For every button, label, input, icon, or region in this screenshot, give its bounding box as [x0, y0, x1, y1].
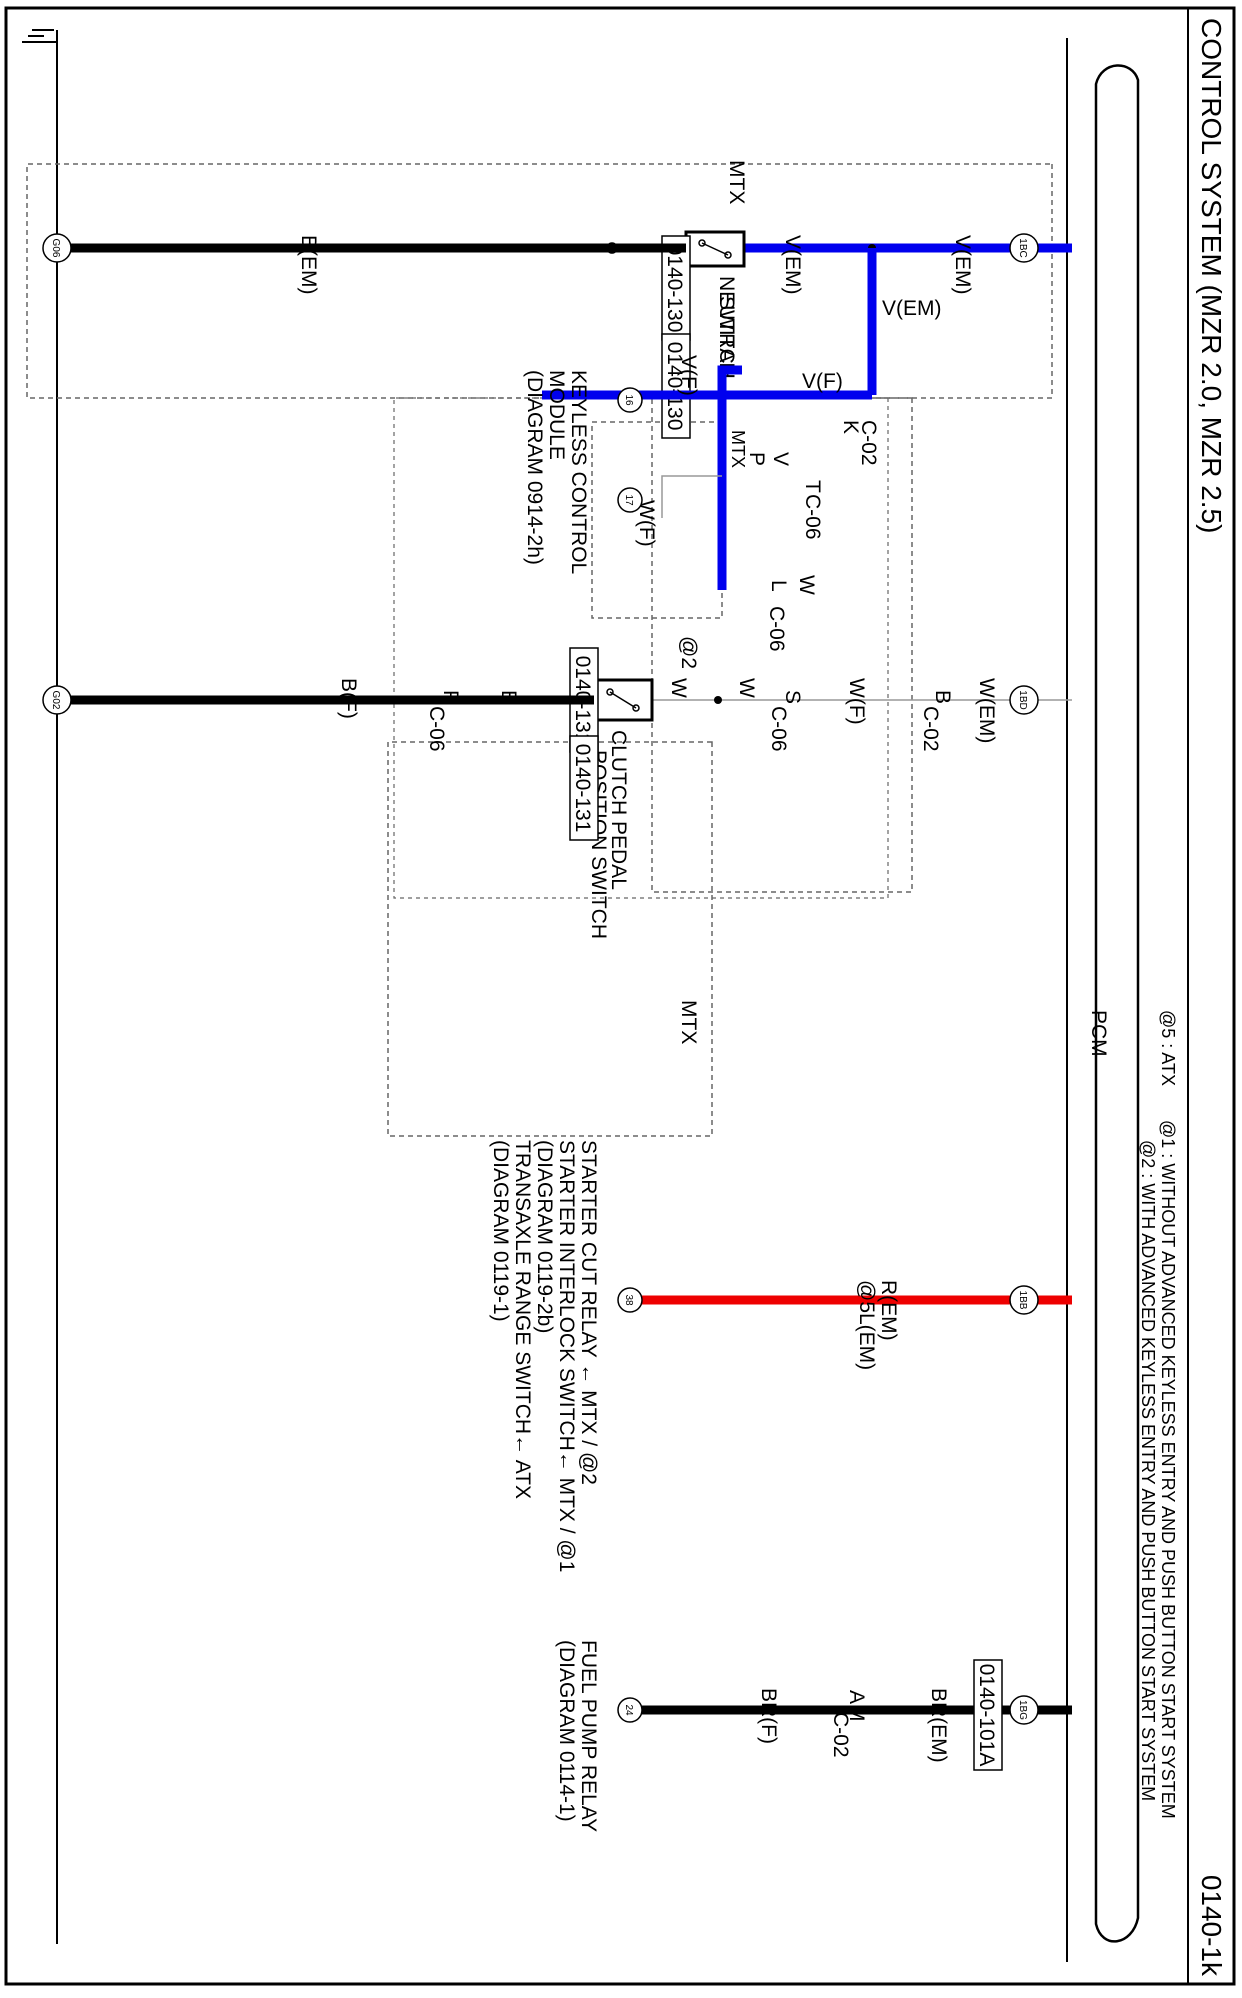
- keyless-module-icon: [661, 365, 742, 590]
- wire-v-f-label-2: V(F): [677, 355, 700, 396]
- wire-w-label-2: W: [667, 678, 690, 698]
- clutch-switch-icon: [606, 688, 640, 712]
- pcm-ref-box: [973, 1659, 1003, 1771]
- mtx-keyless-label: MTX: [728, 430, 748, 468]
- neutral-switch-name-1: NEUTRAL: [715, 276, 738, 374]
- pin-l-label: L: [767, 580, 790, 592]
- keyless-pin-16-label: 16: [623, 394, 634, 406]
- splice-2: [714, 696, 722, 704]
- pin-b-label-1: B: [931, 690, 954, 704]
- wire-b-f-label: B(F): [337, 678, 360, 719]
- legend-at2: @2 : WITH ADVANCED KEYLESS ENTRY AND PUS…: [1138, 1140, 1158, 1801]
- pcm-pin-1bd: [1009, 685, 1039, 715]
- legend-at5: @5 : ATX: [1158, 1010, 1178, 1086]
- pin-r-label: R: [439, 690, 462, 705]
- ground-g02: [42, 685, 72, 715]
- mtx-region-top: [26, 163, 1053, 399]
- c02-label-2: C-02: [919, 706, 942, 752]
- starter-line-2: STARTER INTERLOCK SWITCH← MTX / @1: [555, 1140, 578, 1572]
- ground-symbol: [22, 29, 57, 43]
- ground-g06-label: G06: [50, 239, 61, 258]
- fuel-pin-24-label: 24: [623, 1704, 634, 1716]
- keyless-name-3: (DIAGRAM 0914-2h): [523, 370, 546, 565]
- pcm-pin-1bg: [1009, 1695, 1039, 1725]
- pin-t-label: T: [801, 480, 824, 493]
- neutral-switch-icon: [698, 239, 732, 259]
- clutch-switch-name-1: CLUTCH PEDAL: [607, 730, 630, 890]
- at2-label: @2: [677, 636, 700, 669]
- starter-line-3: (DIAGRAM 0119-2b): [533, 1140, 556, 1333]
- ground-g06: [42, 233, 72, 263]
- neutral-switch-ref-box-2: [661, 333, 691, 439]
- neutral-switch-name-2: SWITCH: [715, 296, 738, 379]
- wire-v-em-label-2: V(EM): [781, 235, 804, 295]
- pin-w-label: W: [795, 575, 818, 595]
- wire-w-f-label-1: W(F): [635, 500, 658, 547]
- pin-v-label: V: [769, 452, 792, 466]
- pcm-pin-1bc-label: 1BC: [1017, 238, 1028, 257]
- mtx-keyless-region: [591, 421, 723, 619]
- c06-label-1: C-06: [801, 494, 824, 540]
- wire-w-f-label-2: W(F): [845, 678, 868, 725]
- wire-r-em-label: R(EM): [877, 1280, 900, 1341]
- page-title: CONTROL SYSTEM (MZR 2.0, MZR 2.5): [1196, 18, 1227, 533]
- mtx-top-label: MTX: [725, 160, 748, 204]
- pcm-block: [1066, 38, 1140, 1962]
- fuel-line-2: (DIAGRAM 0114-1): [555, 1640, 578, 1822]
- keyless-name-2: MODULE: [545, 370, 568, 460]
- wire-w-label-1: W: [735, 678, 758, 698]
- neutral-switch-ref-1: 0140-130: [663, 244, 686, 333]
- pin-p-label: P: [745, 452, 768, 466]
- starter-line-1: STARTER CUT RELAY ← MTX / @2: [577, 1140, 600, 1485]
- sheet-border: [4, 6, 1236, 1986]
- pcm-pin-1bb-label: 1BB: [1017, 1291, 1028, 1310]
- w-em-region: [393, 397, 889, 899]
- wire-br-f-label: BR(F): [757, 1688, 780, 1744]
- pcm-pin-1bg-label: 1BG: [1017, 1700, 1028, 1720]
- pcm-pin-1bd-label: 1BD: [1017, 690, 1028, 709]
- pin-k-label: K: [839, 420, 862, 434]
- keyless-pin-16: [617, 387, 643, 413]
- starter-pin-38: [617, 1287, 643, 1313]
- pin-s-label: S: [781, 690, 804, 704]
- pcm-pin-1bc: [1009, 233, 1039, 263]
- pcm-ref: 0140-101A: [975, 1664, 998, 1767]
- c06-label-2: C-06: [765, 606, 788, 652]
- mtx-clutch-region: [387, 741, 713, 1137]
- c02-label-3: C-02: [829, 1712, 852, 1758]
- fuel-pin-24: [617, 1697, 643, 1723]
- wire-v-f-label-1: V(F): [802, 370, 843, 393]
- wire-v-em-label-1: V(EM): [951, 235, 974, 295]
- wire-v-em-vertical-label: V(EM): [882, 297, 942, 320]
- c06-label-3: C-06: [767, 706, 790, 752]
- starter-line-5: (DIAGRAM 0119-1): [489, 1140, 512, 1322]
- wire-br-em-label: BR(EM): [927, 1688, 950, 1763]
- starter-line-4: TRANSAXLE RANGE SWITCH← ATX: [511, 1140, 534, 1499]
- pcm-pin-1bb: [1009, 1285, 1039, 1315]
- wire-w-em-label: W(EM): [975, 678, 998, 743]
- wire-r-em-sub-label: @5L(EM): [855, 1280, 878, 1370]
- keyless-name-1: KEYLESS CONTROL: [567, 370, 590, 574]
- ground-g02-label: G02: [50, 691, 61, 710]
- clutch-switch-ref-2: 0140-131: [571, 744, 594, 833]
- wire-b-em-label: B(EM): [297, 235, 320, 295]
- starter-pin-38-label: 38: [623, 1294, 634, 1306]
- legend-at1: @1 : WITHOUT ADVANCED KEYLESS ENTRY AND …: [1158, 1120, 1178, 1819]
- pcm-label: PCM: [1087, 1010, 1110, 1057]
- keyless-pin-17-label: 17: [623, 494, 634, 506]
- page-number: 0140-1k: [1196, 1875, 1227, 1977]
- c06-label-4: C-06: [425, 706, 448, 752]
- c02-label-1: C-02: [857, 420, 880, 466]
- fuel-line-1: FUEL PUMP RELAY: [577, 1640, 600, 1832]
- neutral-switch-ref-2: 0140-130: [663, 342, 686, 431]
- pin-am-label: AM: [845, 1690, 868, 1722]
- keyless-pin-17: [617, 487, 643, 513]
- mtx-clutch-label: MTX: [677, 1000, 700, 1044]
- clutch-switch-ref-box-2: [569, 735, 599, 841]
